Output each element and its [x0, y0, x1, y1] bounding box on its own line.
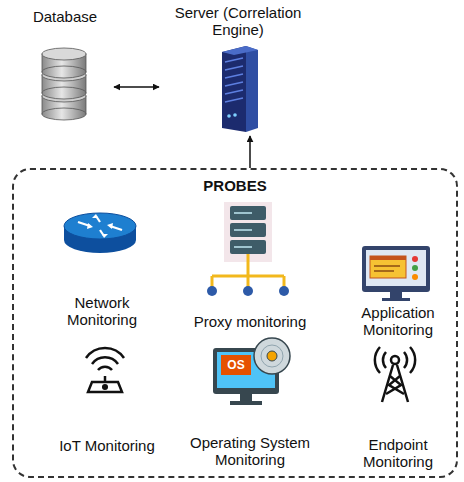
os-screen-text: OS [221, 359, 251, 371]
proxy-icon [207, 202, 289, 296]
probe-node: Operating System Monitoring [170, 340, 330, 470]
connector-arrow [114, 86, 159, 88]
probe-node: Network Monitoring [45, 200, 159, 330]
node-label: Operating System Monitoring [174, 434, 326, 469]
server-icon [222, 46, 258, 132]
database-node: Database [18, 6, 112, 122]
probe-node: IoT Monitoring [52, 344, 162, 456]
probe-node: Application Monitoring [340, 242, 456, 340]
connector-arrow [249, 136, 251, 168]
endpoint-icon [375, 347, 415, 402]
node-label: Endpoint Monitoring [344, 436, 452, 471]
database-icon [42, 48, 86, 120]
node-label: Application Monitoring [344, 304, 452, 339]
application-icon [362, 246, 430, 301]
group-heading: PROBES [203, 177, 266, 194]
node-label: IoT Monitoring [59, 437, 155, 454]
node-label: Database [33, 8, 97, 25]
os-icon [213, 338, 290, 405]
node-label: Network Monitoring [49, 294, 155, 329]
router-icon [64, 213, 136, 253]
probe-node: Proxy monitoring [180, 200, 320, 332]
server-node: Server (Correlation Engine) [161, 2, 315, 134]
iot-icon [86, 348, 124, 392]
probes-group: PROBES Network MonitoringProxy monitoring… [12, 168, 458, 478]
node-label: Server (Correlation Engine) [165, 4, 311, 39]
node-label: Proxy monitoring [194, 313, 307, 330]
probe-node: Endpoint Monitoring [340, 344, 456, 472]
